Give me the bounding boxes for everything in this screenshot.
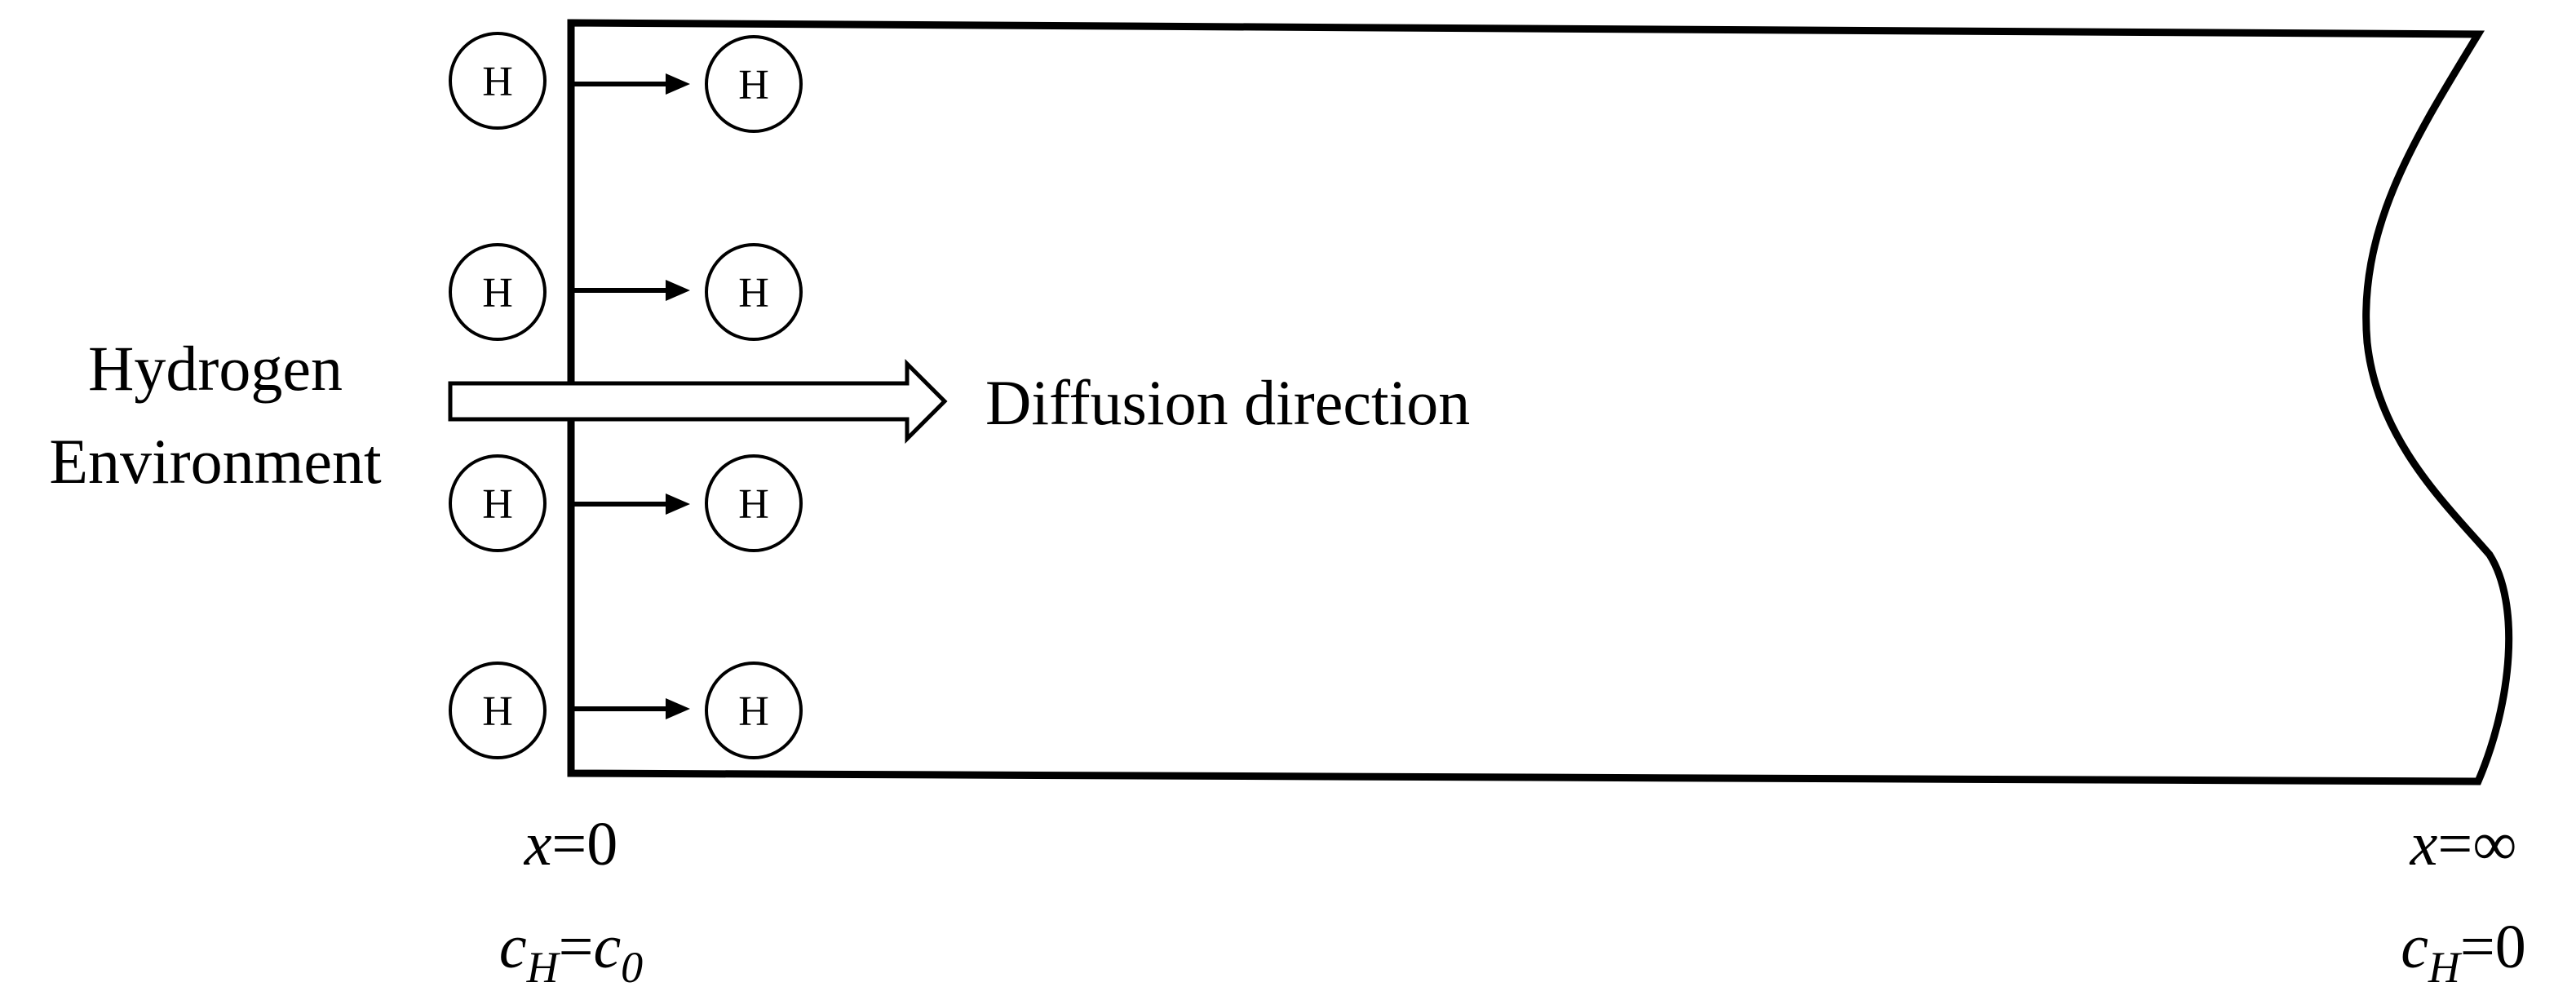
outer-hydrogen-atom-label: H bbox=[482, 688, 513, 735]
inner-hydrogen-atom-label: H bbox=[738, 270, 769, 316]
outer-hydrogen-atom-circle bbox=[449, 662, 547, 759]
atom-row-2: H H bbox=[449, 243, 803, 341]
inner-hydrogen-atom-label: H bbox=[738, 62, 769, 108]
outer-hydrogen-atom-label: H bbox=[482, 59, 513, 105]
entry-arrow-head bbox=[666, 73, 690, 95]
inner-hydrogen-atom-circle bbox=[705, 454, 803, 552]
outer-hydrogen-atom-circle bbox=[449, 32, 547, 130]
inner-hydrogen-atom-label: H bbox=[738, 688, 769, 735]
diffusion-direction-label: Diffusion direction bbox=[985, 367, 1470, 438]
entry-arrow-head bbox=[666, 280, 690, 301]
right-position-condition: x=∞ bbox=[2410, 810, 2517, 878]
inner-hydrogen-atom-circle bbox=[705, 35, 803, 133]
left-concentration-condition: cH=c0 bbox=[499, 913, 643, 992]
inner-hydrogen-atom-label: H bbox=[738, 481, 769, 528]
outer-hydrogen-atom-circle bbox=[449, 454, 547, 552]
left-position-condition: x=0 bbox=[524, 810, 618, 878]
outer-hydrogen-atom-circle bbox=[449, 243, 547, 341]
outer-hydrogen-atom-label: H bbox=[482, 270, 513, 316]
entry-arrow-head bbox=[666, 493, 690, 515]
atom-row-4: H H bbox=[449, 662, 803, 759]
diffusion-direction-arrow bbox=[448, 358, 948, 445]
environment-label-line1: Hydrogen bbox=[88, 333, 343, 404]
inner-hydrogen-atom-circle bbox=[705, 662, 803, 759]
atom-row-3: H H bbox=[449, 454, 803, 552]
environment-label-line2: Environment bbox=[49, 426, 382, 497]
inner-hydrogen-atom-circle bbox=[705, 243, 803, 341]
right-concentration-condition: cH=0 bbox=[2401, 913, 2526, 992]
entry-arrow-head bbox=[666, 698, 690, 719]
specimen-outline bbox=[567, 19, 2513, 785]
outer-hydrogen-atom-label: H bbox=[482, 481, 513, 528]
atom-row-1: H H bbox=[449, 32, 803, 133]
